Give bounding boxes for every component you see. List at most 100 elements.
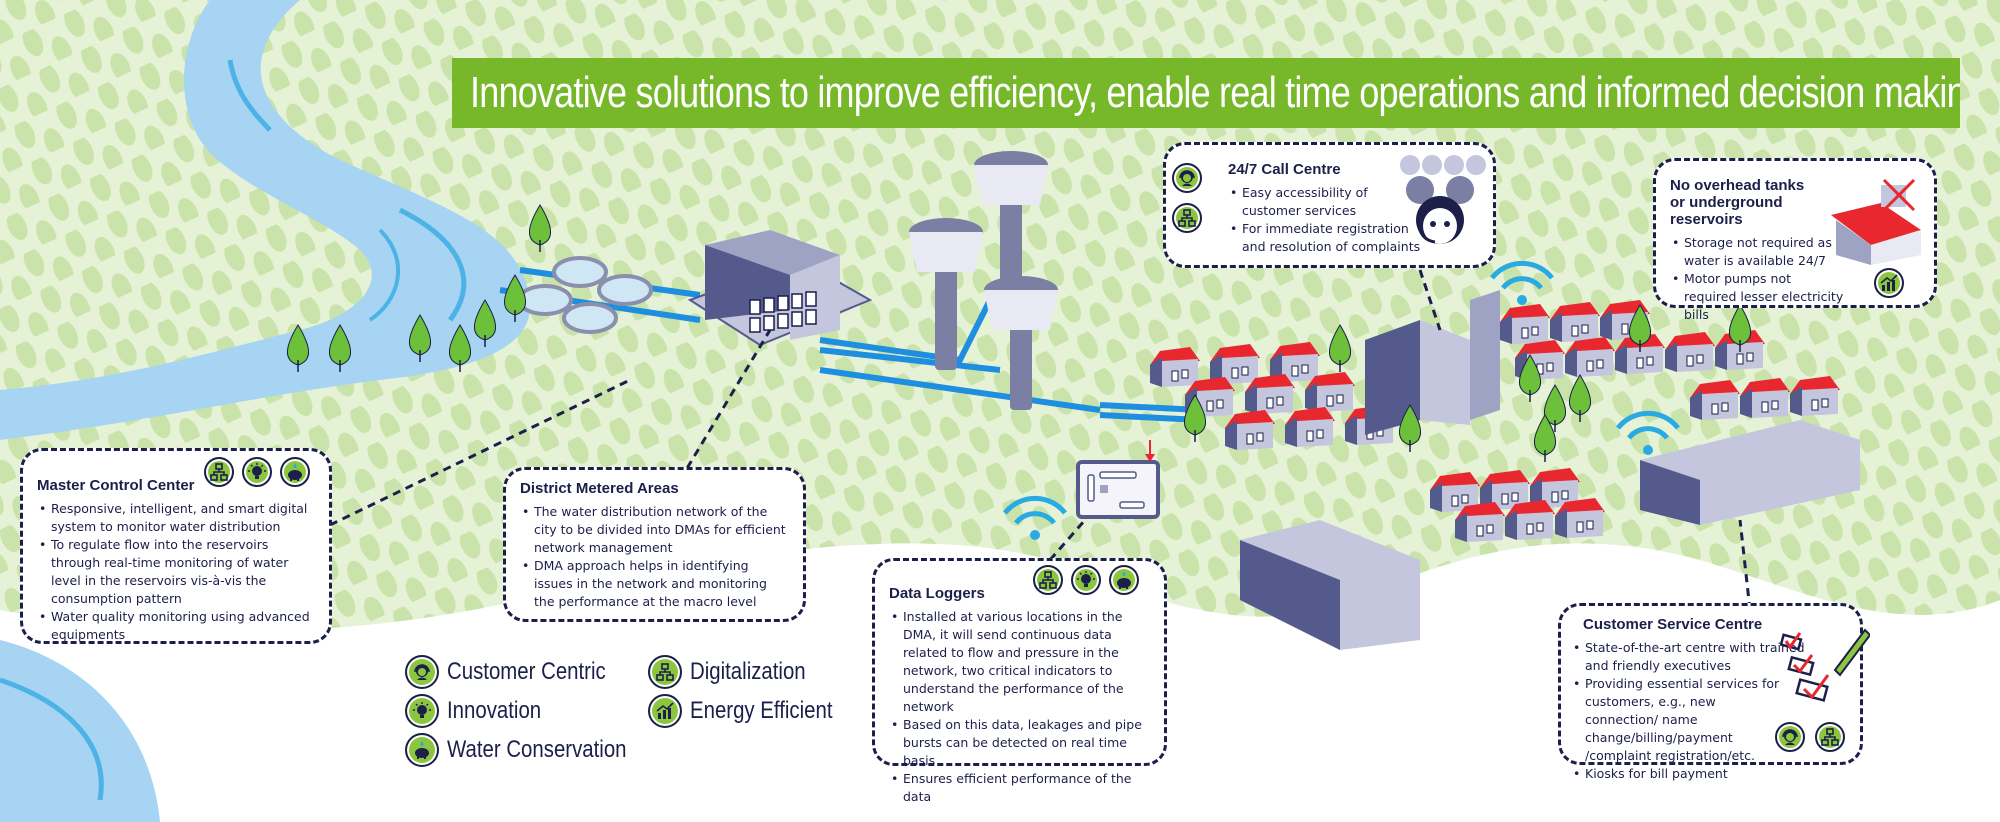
callout-customer-service-centre: Customer Service Centre State-of-the-art…: [1558, 603, 1863, 783]
connector-lines: [329, 269, 1752, 611]
house: [1430, 472, 1480, 512]
digitalization-icon: [1172, 203, 1202, 233]
treatment-plant: [687, 230, 873, 347]
house: [1505, 500, 1555, 540]
water-towers: [909, 151, 1058, 410]
house: [1270, 342, 1320, 382]
digitalization-icon: [648, 655, 682, 689]
house: [1690, 380, 1740, 420]
tree: [1329, 324, 1351, 372]
innovation-icon: [1071, 565, 1101, 595]
energy-efficient-icon: [648, 694, 682, 728]
legend-label: Innovation: [447, 697, 542, 724]
house: [1740, 378, 1790, 418]
innovation-icon: [405, 694, 439, 728]
bullet: The water distribution network of the ci…: [522, 503, 789, 557]
bullet: Based on this data, leakages and pipe bu…: [891, 716, 1150, 770]
tree: [1519, 354, 1541, 402]
checklist-pencil-icon: [1780, 628, 1870, 702]
data-logger-device: [1076, 440, 1160, 519]
treatment-tanks: [517, 256, 653, 334]
office-building-bottom: [1240, 520, 1420, 650]
digitalization-icon: [204, 457, 234, 487]
wifi-icon: [1616, 410, 1680, 455]
house: [1455, 502, 1505, 542]
tree: [449, 324, 471, 372]
callout-title: Customer Service Centre: [1583, 616, 1763, 633]
digitalization-icon: [1033, 565, 1063, 595]
tree: [1544, 384, 1566, 432]
house-no-tank-icon: [1831, 178, 1921, 265]
bullet: State-of-the-art centre with trained and…: [1573, 639, 1805, 675]
tree: [329, 324, 351, 372]
house: [1550, 302, 1600, 342]
water-conservation-icon: [1109, 565, 1139, 595]
energy-efficient-icon: [1874, 268, 1904, 298]
callout-title: Data Loggers: [889, 585, 985, 602]
legend-label: Energy Efficient: [690, 697, 833, 724]
wifi-icon: [1490, 260, 1554, 305]
call-centre-agents-icon: [1400, 155, 1486, 244]
legend-item-energy-efficient: Energy Efficient: [648, 694, 858, 728]
house: [1285, 407, 1335, 447]
page-title-banner: Innovative solutions to improve efficien…: [452, 58, 1960, 128]
house: [1480, 470, 1530, 510]
bullet: For immediate registration and resolutio…: [1230, 220, 1432, 256]
legend-label: Customer Centric: [447, 658, 606, 685]
house: [1225, 410, 1275, 450]
tree: [1184, 394, 1206, 442]
house: [1305, 372, 1355, 412]
callout-title: Master Control Center: [37, 477, 195, 494]
house: [1715, 330, 1765, 370]
house: [1210, 344, 1260, 384]
bullet: Ensures efficient performance of the dat…: [891, 770, 1150, 806]
house: [1555, 498, 1605, 538]
callout-district-metered-areas: District Metered Areas The water distrib…: [503, 467, 806, 622]
wifi-icon: [1003, 495, 1067, 540]
bullet: Storage not required as water is availab…: [1672, 234, 1834, 270]
customer-service-building: [1640, 420, 1860, 525]
legend-label: Water Conservation: [447, 736, 627, 763]
digitalization-icon: [1815, 722, 1845, 752]
tree: [1534, 414, 1556, 462]
badge-group: [204, 457, 310, 487]
callout-title: 24/7 Call Centre: [1228, 161, 1341, 178]
badge-group: [1033, 565, 1139, 595]
tree: [287, 324, 309, 372]
house: [1530, 468, 1580, 508]
bullet: Kiosks for bill payment: [1573, 765, 1846, 783]
water-conservation-icon: [280, 457, 310, 487]
bullet: To regulate flow into the reservoirs thr…: [39, 536, 315, 608]
house: [1245, 374, 1295, 414]
house: [1790, 376, 1840, 416]
tree: [409, 314, 431, 362]
legend-item-customer-centric: Customer Centric: [405, 655, 634, 689]
house: [1500, 304, 1550, 344]
house: [1150, 347, 1200, 387]
tree: [474, 299, 496, 347]
callout-title: No overhead tanks or underground reservo…: [1670, 177, 1805, 228]
tree: [1399, 404, 1421, 452]
bullet: Easy accessibility of customer services: [1230, 184, 1392, 220]
badge-group: [1775, 722, 1845, 752]
house: [1565, 337, 1615, 377]
house: [1665, 332, 1715, 372]
legend-item-water-conservation: Water Conservation: [405, 733, 658, 767]
bullet: Providing essential services for custome…: [1573, 675, 1785, 765]
bullet: Installed at various locations in the DM…: [891, 608, 1150, 716]
water-conservation-icon: [405, 733, 439, 767]
office-building-center: [1365, 290, 1500, 435]
legend-item-innovation: Innovation: [405, 694, 558, 728]
callout-title: District Metered Areas: [520, 480, 679, 497]
tree: [529, 204, 551, 252]
page-title: Innovative solutions to improve efficien…: [470, 68, 1960, 117]
bullet: Motor pumps not required lesser electric…: [1672, 270, 1844, 324]
tree: [1569, 374, 1591, 422]
badge-group: [1172, 163, 1202, 233]
customer-centric-icon: [405, 655, 439, 689]
river: [0, 0, 531, 440]
innovation-icon: [242, 457, 272, 487]
customer-centric-icon: [1172, 163, 1202, 193]
